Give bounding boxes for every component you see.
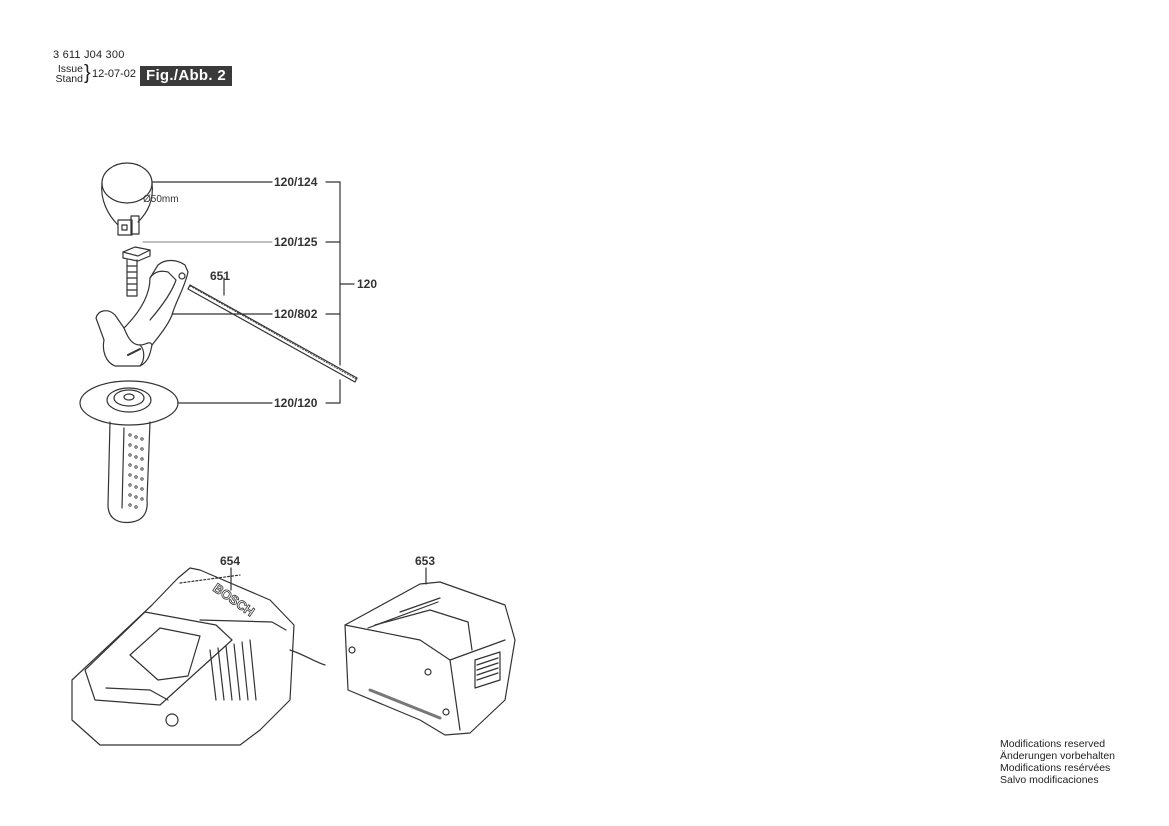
modifications-notice: Modifications reserved Änderungen vorbeh…: [1000, 738, 1115, 786]
callout-120: 120: [357, 277, 378, 291]
callout-654: 654: [220, 554, 241, 568]
clamp-ring-part: [101, 162, 153, 236]
brace-glyph: }: [84, 62, 91, 84]
holder-part: [95, 259, 189, 367]
callout-120-120: 120/120: [274, 396, 318, 410]
issue-date: 12-07-02: [92, 68, 137, 80]
notice-en: Modifications reserved: [1000, 738, 1106, 750]
issue-label: Issue Stand: [53, 63, 83, 85]
callout-120-125: 120/125: [274, 235, 318, 249]
notice-es: Salvo modificaciones: [1000, 774, 1099, 786]
callout-120-802: 120/802: [274, 307, 318, 321]
charger-brand-text: BOSCH: [210, 580, 257, 619]
battery-pack-part: [344, 581, 516, 736]
bolt-part: [122, 246, 151, 297]
figure-label: Fig./Abb. 2: [140, 66, 232, 86]
depth-stop-rod-part: [187, 284, 358, 383]
callout-120-124: 120/124: [274, 175, 318, 189]
charger-part: [71, 567, 326, 746]
notice-de: Änderungen vorbehalten: [1000, 750, 1116, 762]
callout-653: 653: [415, 554, 436, 568]
notice-fr: Modifications resérvées: [1000, 762, 1111, 774]
callout-651: 651: [210, 269, 231, 283]
issue-label-de: Stand: [55, 73, 83, 85]
handle-grip-part: [79, 380, 179, 524]
leader-lines: [142, 181, 427, 591]
issue-label-en: Issue: [57, 63, 83, 75]
document-number: 3 611 J04 300: [53, 49, 125, 61]
clamp-diameter-label: Ø50mm: [143, 194, 179, 205]
